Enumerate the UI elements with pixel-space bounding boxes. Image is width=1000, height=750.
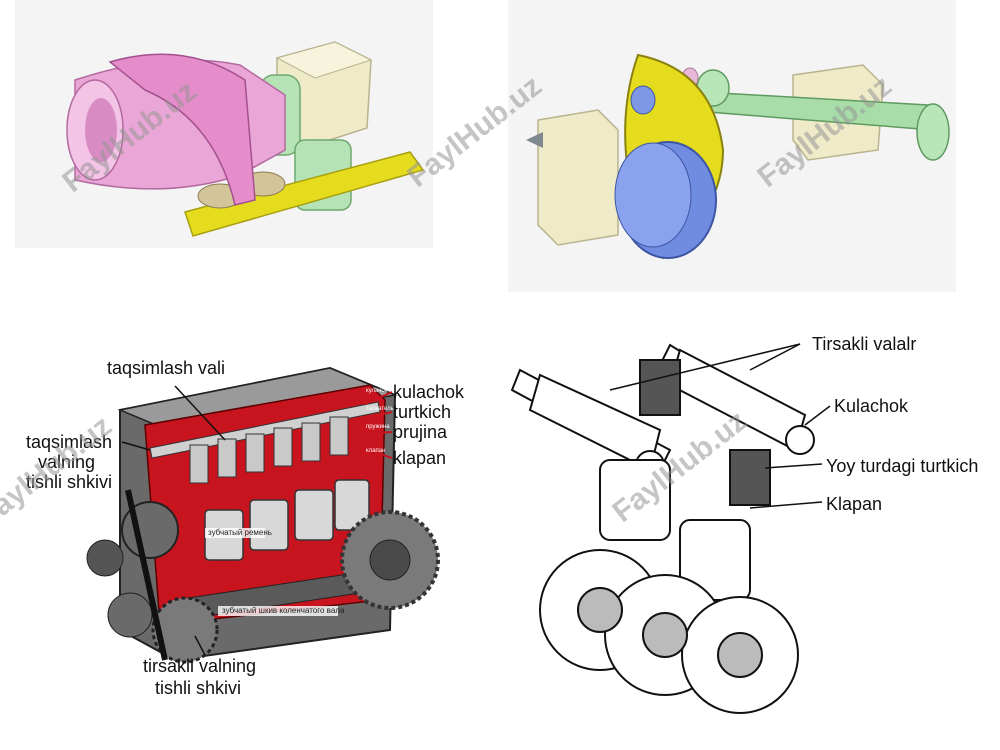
label-ru-pusher: толкатель — [366, 406, 394, 412]
label-ru-valve: клапан — [366, 448, 386, 454]
cam-mechanism-pink-panel — [15, 0, 433, 248]
label-rocker-lobe: Kulachok — [834, 396, 909, 416]
label-cam-gear-line1: taqsimlash — [26, 432, 113, 452]
label-crank-gear-line1: tirsakli valning — [143, 656, 257, 676]
engine-cutaway-illustration — [86, 366, 440, 664]
label-spring: prujina — [393, 422, 448, 442]
label-rocker-valve: Klapan — [826, 494, 883, 514]
plate-cam-illustration — [526, 53, 950, 260]
plate-cam-panel — [508, 0, 956, 292]
label-ru-crank-gear: зубчатый шкив коленчатого вала — [222, 606, 345, 615]
label-shafts: Tirsakli valalr — [812, 334, 917, 354]
label-cam-gear-line2: valning — [38, 452, 96, 472]
label-lobe: kulachok — [393, 382, 465, 402]
label-valve: klapan — [393, 448, 447, 468]
engine-cutaway-panel: taqsimlash vali taqsimlash valning tishl… — [0, 300, 500, 750]
rocker-arm-panel: Tirsakli valalr Kulachok Yoy turdagi tur… — [500, 300, 1000, 750]
label-pusher: turtkich — [393, 402, 452, 422]
label-ru-belt: зубчатый ремень — [208, 528, 272, 537]
label-ru-spring: пружина — [366, 424, 390, 430]
label-camshaft: taqsimlash vali — [107, 358, 226, 378]
label-cam-gear-line3: tishli shkivi — [26, 472, 113, 492]
rocker-arm-illustration — [510, 343, 831, 714]
label-ru-lobe: кулачок — [366, 388, 388, 394]
label-arc-pusher: Yoy turdagi turtkich — [826, 456, 979, 476]
label-crank-gear-line2: tishli shkivi — [155, 678, 242, 698]
cam-mechanism-pink-illustration — [66, 41, 425, 237]
